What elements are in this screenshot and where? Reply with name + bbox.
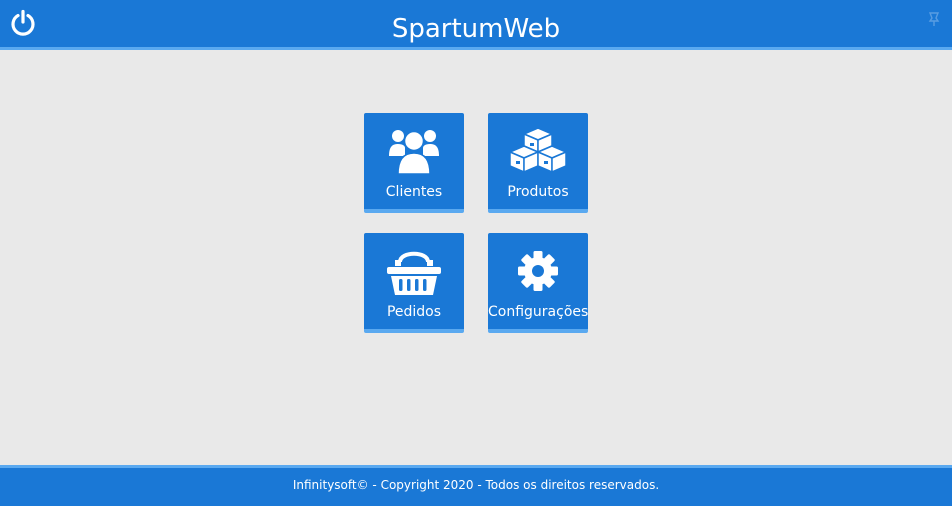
tile-clientes[interactable]: Clientes [364,113,464,213]
boxes-icon [509,127,567,173]
app-title: SpartumWeb [391,14,561,44]
power-icon [11,9,35,36]
tile-label: Configurações [488,304,589,320]
pin-icon[interactable] [928,12,940,26]
tile-configuracoes[interactable]: Configurações [488,233,588,333]
tile-label: Pedidos [386,304,442,320]
top-navbar: SpartumWeb [0,0,952,50]
gear-icon [518,251,558,291]
tile-label: Produtos [507,184,569,200]
main-menu-grid: Clientes [364,113,588,333]
tile-produtos[interactable]: Produtos [488,113,588,213]
power-button[interactable] [9,9,37,37]
basket-icon [387,251,441,295]
copyright-text: Infinitysoft© - Copyright 2020 - Todos o… [292,478,660,492]
footer: Infinitysoft© - Copyright 2020 - Todos o… [0,465,952,506]
tile-label: Clientes [385,184,443,200]
tile-pedidos[interactable]: Pedidos [364,233,464,333]
users-icon [389,130,439,175]
